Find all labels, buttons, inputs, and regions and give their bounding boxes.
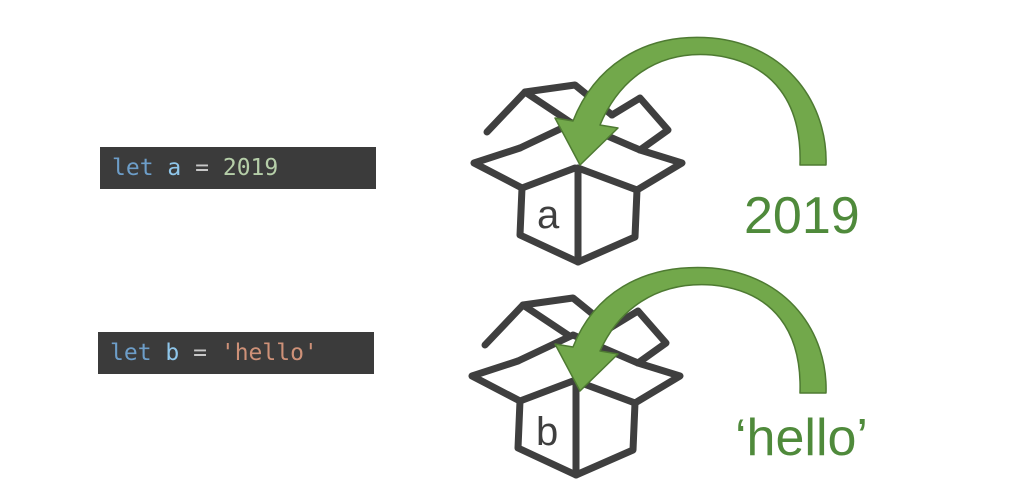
variable-token: b xyxy=(165,340,180,366)
value-label-b: ‘hello’ xyxy=(735,409,868,467)
box-b-icon: b xyxy=(468,294,684,479)
arrow-a-icon xyxy=(554,36,827,166)
value-label-a: 2019 xyxy=(744,187,860,245)
code-line-b: let b = 'hello' xyxy=(98,332,374,374)
string-token: 'hello' xyxy=(220,340,318,366)
variable-token: a xyxy=(167,155,182,181)
keyword-token: let xyxy=(112,155,154,181)
operator-token: = xyxy=(195,155,209,181)
arrow-b-icon xyxy=(554,266,827,394)
code-line-a: let a = 2019 xyxy=(100,147,376,189)
box-b-label: b xyxy=(536,410,558,454)
box-a-icon: a xyxy=(470,81,686,266)
number-token: 2019 xyxy=(222,155,279,181)
keyword-token: let xyxy=(110,340,152,366)
operator-token: = xyxy=(193,340,207,366)
box-a-label: a xyxy=(537,193,560,237)
